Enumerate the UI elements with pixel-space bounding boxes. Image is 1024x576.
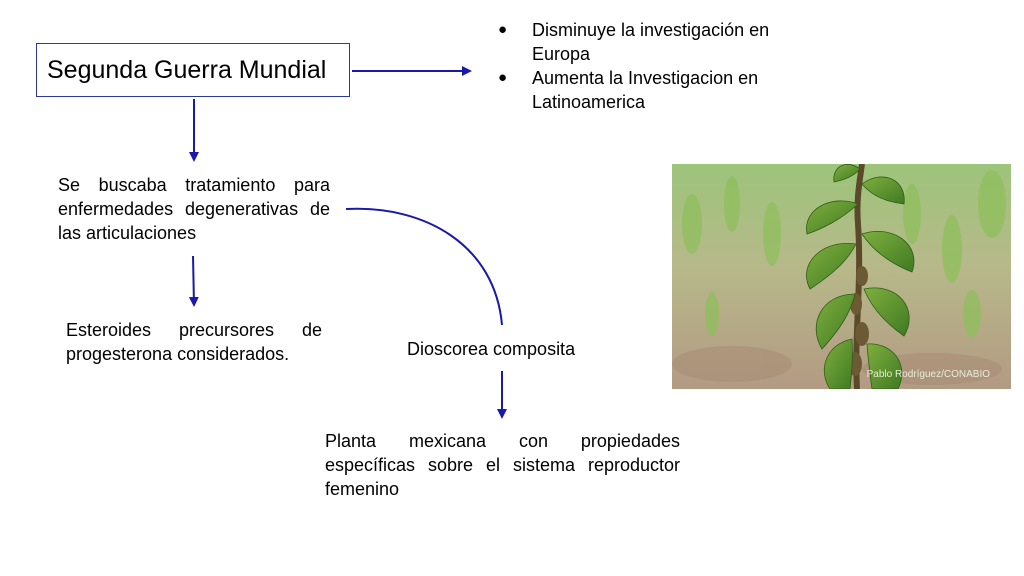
photo-credit: Pablo Rodríguez/CONABIO bbox=[867, 369, 991, 380]
effect-item: Disminuye la investigación en Europa bbox=[496, 18, 786, 66]
dioscorea-photo: Pablo Rodríguez/CONABIO bbox=[672, 164, 1011, 389]
effect-item: Aumenta la Investigacion en Latinoameric… bbox=[496, 66, 786, 114]
plant-description: Planta mexicana con propiedades específi… bbox=[325, 431, 680, 499]
plant-name: Dioscorea composita bbox=[407, 339, 576, 359]
steroids-text: Esteroides precursores de progesterona c… bbox=[66, 320, 322, 364]
curve-search-to-plant bbox=[345, 207, 503, 326]
plant-image: Pablo Rodríguez/CONABIO bbox=[672, 164, 1011, 389]
arrow-search-to-steroids bbox=[188, 255, 199, 307]
title-box: Segunda Guerra Mundial bbox=[36, 43, 350, 97]
effects-list: Disminuye la investigación en Europa Aum… bbox=[496, 18, 786, 114]
search-treatment-text: Se buscaba tratamiento para enfermedades… bbox=[58, 175, 330, 243]
title-text: Segunda Guerra Mundial bbox=[47, 55, 327, 84]
